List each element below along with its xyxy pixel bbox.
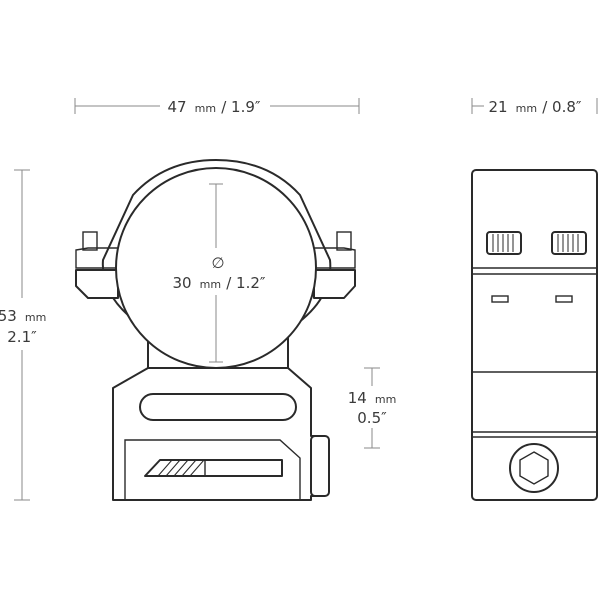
front-view: ∅ 30 mm / 1.2″ bbox=[75, 159, 356, 501]
height-label-metric: 53 mm bbox=[0, 306, 46, 325]
ring-height-dimension: 14 mm 0.5″ bbox=[348, 367, 397, 449]
width-label: 47 mm / 1.9″ bbox=[167, 97, 260, 116]
side-screw-tip-left bbox=[491, 295, 509, 303]
rail-groove bbox=[124, 439, 301, 500]
cap-screw-right bbox=[336, 231, 352, 251]
base-block bbox=[112, 367, 324, 501]
ring-split-left bbox=[75, 269, 119, 299]
side-view bbox=[471, 169, 598, 501]
diameter-symbol: ∅ bbox=[211, 254, 224, 272]
side-cap-screw-left bbox=[486, 231, 522, 255]
hex-socket bbox=[519, 451, 549, 485]
height-label-imperial: 2.1″ bbox=[7, 328, 37, 346]
diameter-label: 30 mm / 1.2″ bbox=[172, 273, 265, 292]
side-cap-screw-right bbox=[551, 231, 587, 255]
height-dimension: 53 mm 2.1″ bbox=[0, 169, 46, 501]
scope-bore-circle bbox=[115, 167, 317, 369]
ring-height-label-metric: 14 mm bbox=[348, 388, 397, 407]
clamp-nut bbox=[310, 435, 330, 497]
ring-height-label-imperial: 0.5″ bbox=[357, 409, 387, 427]
base-window-slot bbox=[139, 393, 297, 421]
hex-bolt-head bbox=[509, 443, 559, 493]
cap-screw-left bbox=[82, 231, 98, 251]
depth-label: 21 mm / 0.8″ bbox=[488, 97, 581, 116]
depth-dimension: 21 mm / 0.8″ bbox=[471, 97, 598, 116]
width-dimension: 47 mm / 1.9″ bbox=[74, 97, 360, 116]
side-screw-tip-right bbox=[555, 295, 573, 303]
cross-bolt bbox=[144, 459, 283, 477]
cross-bolt-hatching bbox=[157, 459, 205, 477]
ring-split-right bbox=[313, 269, 356, 299]
